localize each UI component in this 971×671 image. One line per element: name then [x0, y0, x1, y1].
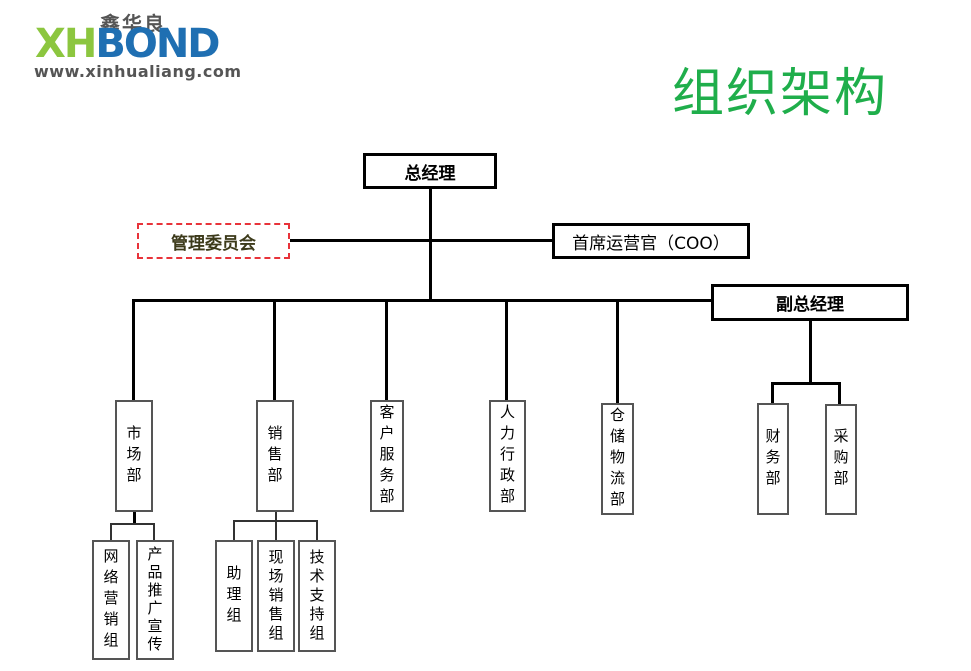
org-node-dept-market[interactable]: 市场部 [115, 400, 153, 512]
connector-dept-4 [505, 299, 508, 401]
connector-sales-down [275, 510, 277, 540]
org-node-product-promotion[interactable]: 产品推广宣传 [136, 540, 174, 660]
node-label: 副总经理 [776, 295, 844, 315]
org-node-coo[interactable]: 首席运营官（COO） [552, 223, 750, 259]
logo-brand-green: XH [35, 21, 97, 67]
logo: XHBOND [35, 21, 221, 67]
node-label: 采购部 [831, 428, 850, 491]
org-node-general-manager[interactable]: 总经理 [363, 153, 497, 189]
connector-dept-3 [385, 299, 388, 401]
node-label: 总经理 [404, 163, 456, 184]
connector-dept-2 [273, 299, 276, 401]
connector-deputy-down [809, 318, 812, 384]
logo-brand-blue: BOND [95, 21, 220, 67]
connector-sales-right [316, 520, 318, 540]
connector-gm-trunk [429, 188, 432, 301]
node-label: 市场部 [124, 424, 143, 488]
logo-website: www.xinhualiang.com [34, 62, 242, 81]
org-node-management-committee[interactable]: 管理委员会 [137, 223, 290, 259]
page-title: 组织架构 [672, 64, 889, 124]
node-label: 财务部 [763, 427, 782, 491]
connector-sales-left [233, 520, 235, 540]
org-node-tech-support-group[interactable]: 技术支持组 [298, 540, 336, 652]
node-label: 销售部 [265, 424, 284, 488]
org-node-assistant-group[interactable]: 助理组 [215, 540, 253, 652]
connector-sales-bus [233, 520, 318, 522]
node-label: 产品推广宣传 [145, 546, 164, 654]
org-node-dept-warehouse-logistics[interactable]: 仓储物流部 [601, 403, 634, 515]
org-node-network-marketing[interactable]: 网络营销组 [92, 540, 130, 660]
org-node-dept-hr-admin[interactable]: 人力行政部 [489, 400, 526, 512]
connector-main-bus [132, 299, 712, 302]
org-node-field-sales-group[interactable]: 现场销售组 [257, 540, 295, 652]
connector-deputy-left [771, 382, 774, 404]
logo-chinese-name: 鑫华良 [100, 12, 166, 36]
connector-market-right [153, 523, 155, 540]
connector-market-bus [110, 523, 155, 525]
connector-deputy-bus [771, 382, 841, 385]
connector-market-down [133, 510, 136, 524]
org-node-dept-customer-service[interactable]: 客户服务部 [370, 400, 404, 512]
connector-deputy-right [838, 382, 841, 404]
node-label: 现场销售组 [266, 548, 285, 644]
connector-dept-5 [616, 299, 619, 404]
node-label: 仓储物流部 [608, 406, 626, 512]
node-label: 助理组 [224, 564, 243, 628]
org-node-dept-sales[interactable]: 销售部 [256, 400, 294, 512]
node-label: 首席运营官（COO） [572, 233, 730, 254]
node-label: 技术支持组 [307, 548, 326, 644]
connector-market-left [110, 523, 112, 540]
node-label: 管理委员会 [171, 233, 256, 254]
node-label: 人力行政部 [498, 403, 516, 509]
node-label: 网络营销组 [101, 547, 120, 653]
connector-committee-coo [289, 239, 554, 242]
node-label: 客户服务部 [377, 403, 396, 509]
org-node-dept-finance[interactable]: 财务部 [757, 403, 789, 515]
org-node-dept-purchasing[interactable]: 采购部 [825, 404, 857, 515]
connector-dept-1 [132, 299, 135, 401]
org-node-deputy-gm[interactable]: 副总经理 [711, 284, 909, 321]
